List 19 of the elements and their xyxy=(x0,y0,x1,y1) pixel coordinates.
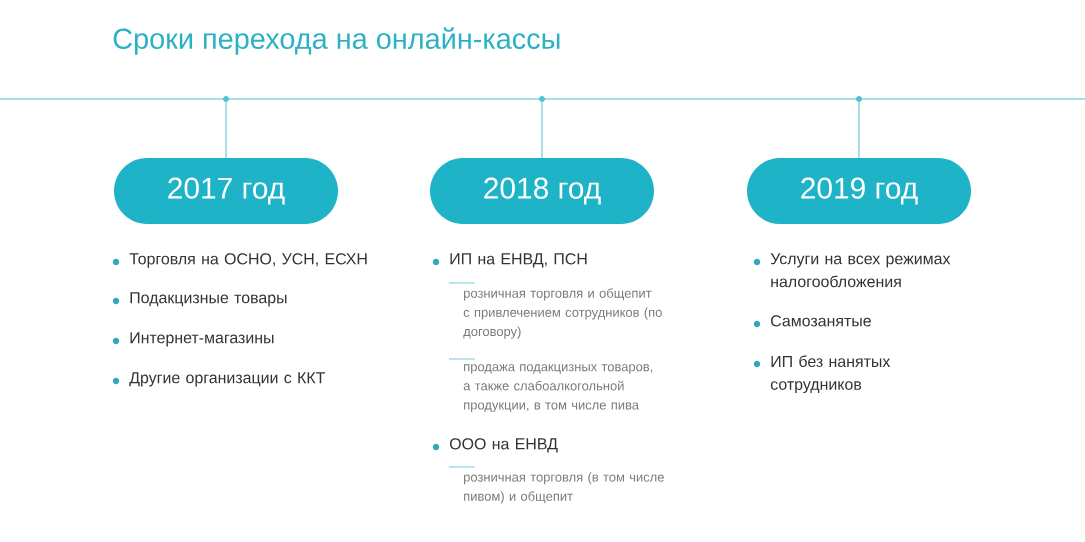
list-item: ИП без нанятых сотрудников xyxy=(770,355,891,394)
connector-line xyxy=(858,101,860,159)
year-pill: 2019 год xyxy=(747,158,971,224)
list-item: Услуги на всех режимах налогообложения xyxy=(770,253,951,288)
list-item: ИП на ЕНВД, ПСН xyxy=(450,253,587,268)
year-pill: 2018 год xyxy=(430,158,654,224)
year-pill: 2017 год xyxy=(114,158,338,224)
list-item: Торговля на ОСНО, УСН, ЕСХН xyxy=(129,253,367,268)
list-item: Другие организации с ККТ xyxy=(129,372,325,387)
list-item: ООО на ЕНВД xyxy=(449,438,558,453)
sub-item: розничная торговля (в том числе пивом) и общепит xyxy=(464,472,664,504)
list-item: Интернет-магазины xyxy=(130,332,274,347)
sub-item: розничная торговля и общепит с привлечением сотрудников (по договору) xyxy=(463,288,662,339)
list-item: Самозанятые xyxy=(771,315,871,327)
title: Сроки перехода на онлайн-кассы xyxy=(113,27,560,55)
list-item: Подакцизные товары xyxy=(130,292,287,307)
connector-line xyxy=(225,101,227,159)
connector-line xyxy=(541,101,543,159)
sub-item: продажа подакцизных товаров, а также слабоалкогольной продукции, в том числе пива xyxy=(463,364,653,413)
